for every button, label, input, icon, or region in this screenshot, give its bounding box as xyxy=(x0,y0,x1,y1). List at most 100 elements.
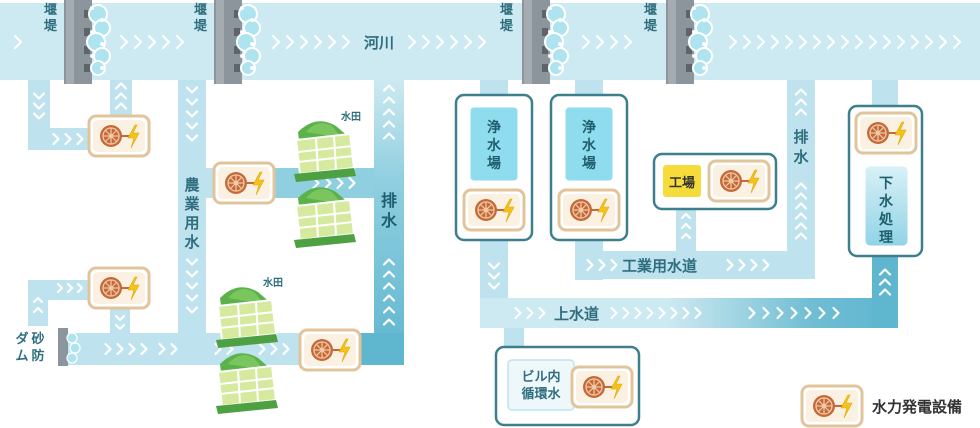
flow-chevron xyxy=(742,34,752,50)
flow-chevron xyxy=(435,34,445,50)
flow-chevron xyxy=(680,232,692,240)
agri-water-label: 用 xyxy=(184,214,199,232)
flow-chevron xyxy=(114,323,126,331)
flow-chevron xyxy=(185,270,199,278)
flow-chevron xyxy=(794,98,808,106)
flow-chevron xyxy=(382,120,396,128)
hydro-power-facilities xyxy=(87,111,918,409)
flow-chevron xyxy=(924,34,934,50)
flow-chevron xyxy=(694,306,702,320)
agri-arrows-bottom xyxy=(185,258,199,314)
flow-chevron xyxy=(104,342,112,356)
flow-chevron xyxy=(32,306,44,314)
flow-chevron xyxy=(13,34,23,50)
branch-a-up-arrows xyxy=(114,82,128,110)
sewage-label: 水 xyxy=(879,193,894,210)
paddy-field-1 xyxy=(294,121,356,182)
drain-arrows-top xyxy=(382,84,396,140)
flow-chevron xyxy=(270,342,278,356)
flow-chevron xyxy=(299,34,309,50)
drain-right-label: 水 xyxy=(793,148,809,166)
legend: 水力発電設備 xyxy=(800,384,962,428)
flow-chevron xyxy=(382,84,396,92)
supply-arrows-a xyxy=(514,306,546,320)
flow-chevron xyxy=(487,262,501,270)
flow-chevron xyxy=(76,282,84,294)
industrial-arrows-a xyxy=(586,258,618,272)
factory-label: 工場 xyxy=(669,175,695,191)
flow-chevron xyxy=(770,34,780,50)
hydro-turbine-icon xyxy=(707,159,771,203)
purification-label: 浄 xyxy=(582,119,596,136)
flow-chevron xyxy=(463,34,473,50)
flow-chevron xyxy=(726,258,734,272)
hydro-turbine-icon xyxy=(87,266,151,310)
flow-chevron xyxy=(382,318,396,326)
flow-chevron xyxy=(185,98,199,106)
flow-chevron xyxy=(32,102,46,110)
flow-chevron xyxy=(598,258,606,272)
purification-label: 水 xyxy=(582,137,597,154)
flow-chevron xyxy=(738,258,746,272)
flow-chevron xyxy=(341,34,351,50)
sabo-label: 砂 xyxy=(30,331,44,347)
diagram-labels: 堰堤堰堤堰堤堰堤河川農業用水水田水田排水排水浄水場浄水場工場下水処理工業用水道上… xyxy=(15,2,894,402)
flow-chevron xyxy=(119,34,129,50)
weir-label: 堰堤 xyxy=(644,2,658,34)
flow-chevron xyxy=(327,34,337,50)
sewage-up-arrows xyxy=(878,268,892,296)
drain-label: 水 xyxy=(381,211,398,230)
flow-chevron xyxy=(748,306,756,320)
purification-label: 水 xyxy=(487,137,502,154)
flow-chevron xyxy=(449,34,459,50)
hydro-turbine-icon xyxy=(800,384,864,428)
flow-chevron xyxy=(185,134,199,142)
factory-link xyxy=(676,205,696,255)
flow-chevron xyxy=(776,306,784,320)
paddy-label: 水田 xyxy=(340,110,361,123)
building-label: 循環水 xyxy=(521,386,561,402)
flow-chevron xyxy=(610,306,618,320)
flow-chevron xyxy=(285,34,295,50)
flow-arrows xyxy=(13,34,962,356)
flow-chevron xyxy=(538,306,546,320)
drain-right-arrows-top xyxy=(794,88,808,116)
bottom-arrows-d xyxy=(258,342,290,356)
flow-chevron xyxy=(140,342,148,356)
paddy-field-2 xyxy=(294,187,356,248)
flow-chevron xyxy=(382,306,396,314)
flow-chevron xyxy=(114,314,126,322)
flow-chevron xyxy=(750,258,758,272)
flow-chevron xyxy=(56,282,64,294)
flow-chevron xyxy=(64,132,72,146)
river-arrows-d xyxy=(407,34,487,50)
flow-chevron xyxy=(646,306,654,320)
flow-chevron xyxy=(114,82,128,90)
sabo-label: ダ xyxy=(15,331,28,347)
bottom-arrows-a xyxy=(104,342,148,356)
flow-chevron xyxy=(382,132,396,140)
flow-chevron xyxy=(794,202,808,210)
flow-chevron xyxy=(32,92,46,100)
hydro-turbine-icon xyxy=(854,111,918,155)
drain-right-label: 排 xyxy=(793,128,808,146)
sabo-dam-weir xyxy=(58,328,81,366)
flow-chevron xyxy=(258,342,266,356)
weir-label: 堰堤 xyxy=(194,2,208,34)
flow-chevron xyxy=(910,34,920,50)
flow-chevron xyxy=(271,34,281,50)
flow-chevron xyxy=(487,272,501,280)
flow-chevron xyxy=(634,306,642,320)
flow-chevron xyxy=(794,232,808,240)
bottom-arrows-b xyxy=(158,342,178,356)
flow-chevron xyxy=(794,212,808,220)
sabo-loop-down-arrows xyxy=(114,314,126,331)
supply-down-arrows xyxy=(487,262,501,290)
branch-a-down-arrows xyxy=(32,92,46,120)
flow-chevron xyxy=(382,270,396,278)
flow-chevron xyxy=(114,92,128,100)
supply-arrows-b xyxy=(610,306,702,320)
river-arrows-e xyxy=(581,34,633,50)
flow-chevron xyxy=(826,34,836,50)
sabo-label: ム xyxy=(15,349,28,364)
